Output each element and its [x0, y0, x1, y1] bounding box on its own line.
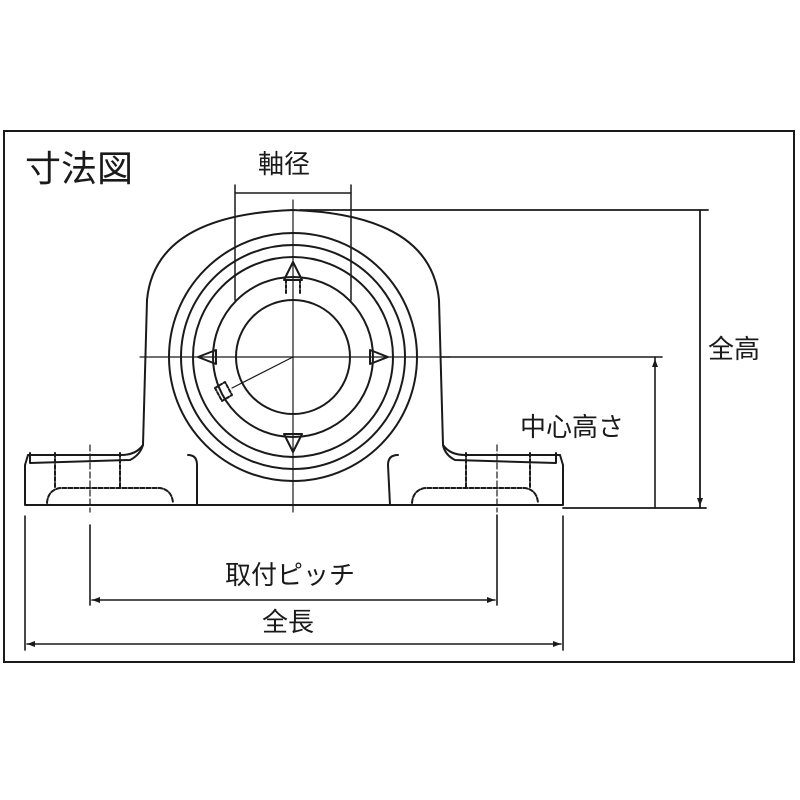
overall-height-label: 全高 [708, 335, 761, 365]
drawing-title: 寸法図 [25, 149, 134, 190]
mounting-pitch-label: 取付ピッチ [225, 561, 356, 591]
center-height-label: 中心高さ [520, 413, 625, 443]
overall-length-label: 全長 [262, 608, 315, 638]
housing-outline [24, 209, 564, 506]
shaft-diameter-label: 軸径 [258, 150, 311, 180]
drawing-frame [3, 130, 795, 663]
